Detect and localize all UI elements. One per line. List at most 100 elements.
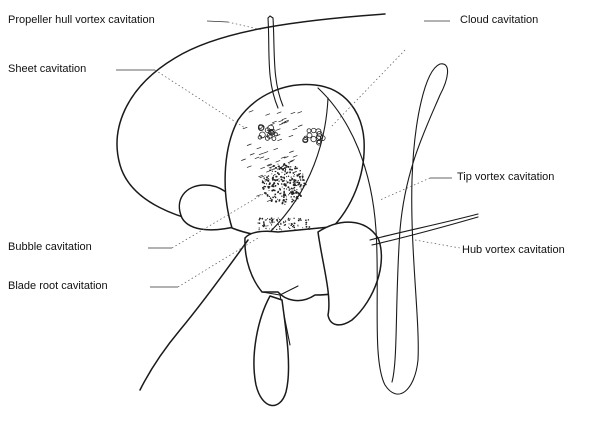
blade-root-stipple-dot [266,219,267,220]
label-sheet-cavitation: Sheet cavitation [8,63,86,76]
bubble-stipple-dot [277,199,278,200]
bubble-stipple-dot [283,199,285,201]
bubble-stipple-dot [280,178,282,180]
bubble-stipple-dot [280,176,282,178]
bubble-stipple-dot [269,182,271,184]
blade-root-stipple-dot [305,219,307,221]
bubble-stipple-dot [304,179,305,180]
blade-root-stipple-dot [276,229,277,230]
blade-root-stipple-dot [305,222,307,224]
bubble-stipple-dot [278,173,280,175]
blade-root-stipple-dot [283,222,284,223]
blade-root-stipple-dot [257,222,258,223]
bubble-stipple-dot [270,168,271,169]
bubble-stipple-dot [274,190,276,192]
leader-hub [415,240,460,248]
blade-root-stipple-dot [271,224,272,225]
hull-vortex-tip [268,16,273,18]
blade-root-stipple-dot [279,219,280,220]
label-bubble-cavitation: Bubble cavitation [8,241,92,254]
bubble-stipple-dot [293,179,295,181]
bubble-stipple-dot [283,191,285,193]
bubble-stipple-dot [268,175,270,177]
bubble-stipple-dot [274,194,276,196]
bubble-stipple-dot [291,177,292,178]
bubble-stipple-dot [278,165,280,167]
bubble-stipple-dot [273,175,274,176]
bubble-stipple-dot [283,188,284,189]
bubble-stipple-dot [287,186,289,188]
bubble-stipple-dot [290,191,292,193]
bubble-stipple-dot [284,170,286,172]
bubble-stipple-dot [286,165,287,166]
bubble-stipple-dot [275,171,276,172]
bubble-stipple-dot [270,197,272,199]
blade-root-stipple-dot [301,220,302,221]
leader-hull-vortex [207,21,228,22]
bubble-stipple-dot [272,197,274,199]
bubble-stipple-dot [273,182,275,184]
bubble-stipple-dot [287,181,289,183]
blade-root-stipple-dot [308,226,310,228]
bubble-stipple-dot [282,177,284,179]
bubble-stipple-dot [295,166,296,167]
bubble-stipple-dot [289,171,291,173]
blade-root-stipple-dot [272,228,274,230]
bubble-stipple-dot [300,195,302,197]
bubble-stipple-dot [262,180,263,181]
bubble-stipple-dot [297,184,299,186]
blade-root-stipple-dot [293,218,294,219]
bubble-stipple-dot [286,167,287,168]
blade-root-stipple-dot [288,220,289,221]
blade-root-stipple-dot [298,226,299,227]
bubble-stipple-dot [295,190,296,191]
bubble-stipple-dot [296,189,297,190]
blade-root-stipple-dot [258,229,259,230]
bubble-stipple-dot [305,184,307,186]
bubble-stipple-dot [278,191,279,192]
bubble-stipple-dot [274,165,275,166]
bubble-stipple-dot [286,183,287,184]
bubble-stipple-dot [296,171,297,172]
blade-root-stipple-dot [277,224,278,225]
bubble-stipple-dot [300,178,301,179]
bubble-stipple-dot [285,169,286,170]
bubble-stipple-dot [279,188,281,190]
bubble-stipple-dot [281,203,283,205]
bubble-stipple-dot [273,186,274,187]
bubble-stipple-dot [292,199,293,200]
blade-root-stipple-dot [265,219,266,220]
blade-root-stipple-dot [272,219,274,221]
bubble-stipple-dot [274,196,275,197]
blade-root-stipple-dot [265,225,266,226]
blade-root-stipple-dot [285,221,286,222]
bubble-stipple-dot [296,175,298,177]
bubble-stipple-dot [282,186,283,187]
blade-root-stipple-dot [306,226,308,228]
bubble-stipple-dot [293,196,295,198]
blade-root-stipple-dot [280,224,281,225]
bubble-stipple-dot [286,196,287,197]
bubble-stipple-dot [263,177,265,179]
blade-root-stipple-dot [294,229,295,230]
bubble-stipple-dot [281,172,282,173]
bubble-stipple-dot [282,165,283,166]
blade-root-stipple-dot [283,221,284,222]
bubble-stipple-dot [296,167,298,169]
bubble-stipple-dot [282,180,284,182]
hub-vortex-line-1 [370,214,478,240]
bubble-stipple-dot [274,179,276,181]
bubble-stipple-dot [275,197,277,199]
bubble-stipple-dot [277,169,278,170]
bubble-stipple-dot [300,179,301,180]
blade-root-stipple-dot [308,219,309,220]
lower-left-curve [140,240,248,390]
blade-root-stipple-dot [270,222,271,223]
blade-root-stipple-dot [269,228,270,229]
bubble-stipple-dot [263,188,265,190]
bubble-stipple-dot [295,197,296,198]
bubble-stipple-dot [294,184,296,186]
bubble-stipple-dot [273,179,274,180]
right-blade [318,222,381,325]
